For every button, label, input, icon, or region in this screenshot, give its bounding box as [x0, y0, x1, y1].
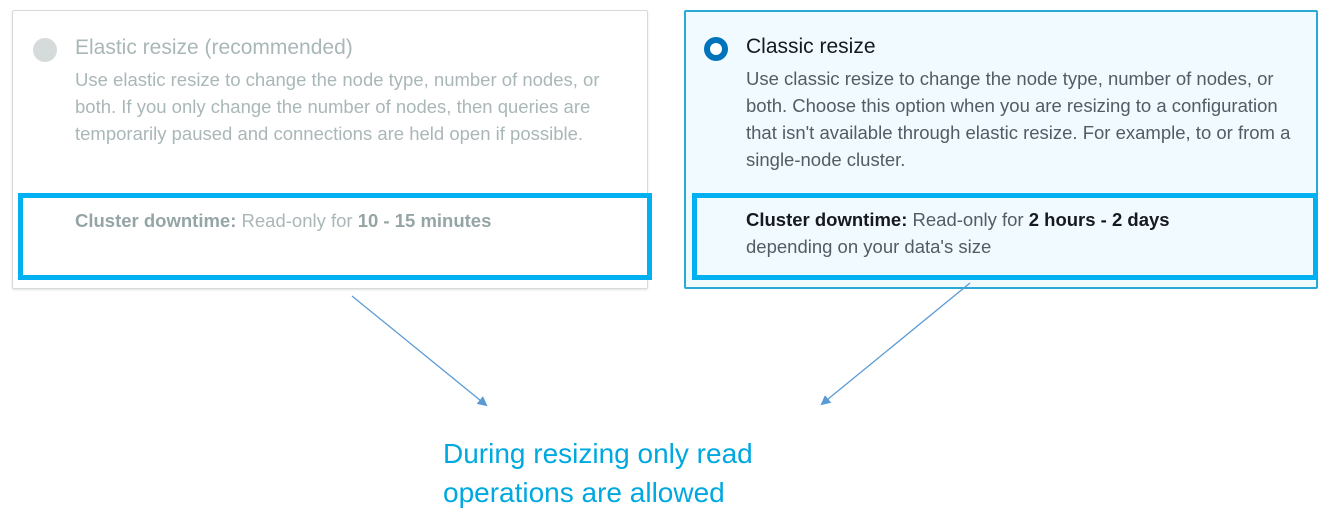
annotation-text: During resizing only read operations are…: [443, 438, 753, 508]
highlight-box-classic: [692, 193, 1318, 280]
classic-resize-description: Use classic resize to change the node ty…: [746, 68, 1291, 170]
downtime-suffix: depending on your data's size: [746, 236, 992, 257]
highlight-box-elastic: [18, 193, 652, 280]
downtime-value: 10 - 15 minutes: [357, 210, 492, 231]
classic-resize-card[interactable]: Classic resize Use classic resize to cha…: [684, 10, 1318, 289]
classic-resize-title: Classic resize: [746, 35, 876, 58]
downtime-label: Cluster downtime:: [75, 210, 237, 231]
downtime-value: 2 hours - 2 days: [1028, 209, 1170, 230]
downtime-prefix: Read-only for: [912, 209, 1024, 230]
downtime-prefix: Read-only for: [241, 210, 353, 231]
classic-resize-radio[interactable]: [704, 37, 728, 61]
downtime-label: Cluster downtime:: [746, 209, 908, 230]
elastic-resize-description: Use elastic resize to change the node ty…: [75, 69, 600, 144]
classic-resize-downtime: Cluster downtime: Read-only for 2 hours …: [746, 206, 1306, 260]
arrow-left: [351, 295, 488, 407]
elastic-resize-card[interactable]: Elastic resize (recommended) Use elastic…: [12, 10, 648, 289]
elastic-resize-downtime: Cluster downtime: Read-only for 10 - 15 …: [75, 207, 635, 234]
elastic-resize-title: Elastic resize (recommended): [75, 36, 353, 59]
arrow-right: [820, 282, 971, 406]
elastic-resize-radio[interactable]: [33, 38, 57, 62]
